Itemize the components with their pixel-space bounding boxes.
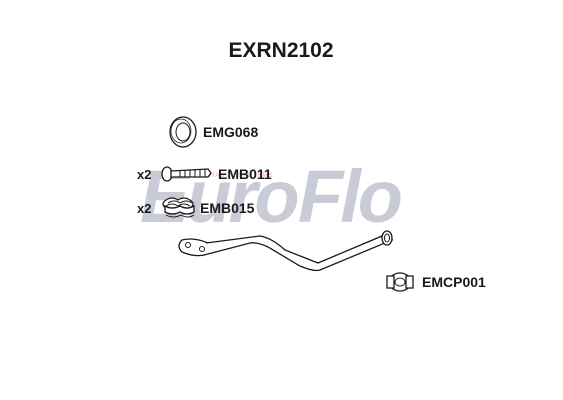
part-qty-emb011: x2	[137, 167, 151, 182]
bolt-icon	[161, 166, 212, 182]
exhaust-pipe-icon	[178, 230, 394, 272]
part-qty-emb015: x2	[137, 201, 151, 216]
part-code-emb015: EMB015	[200, 200, 255, 216]
part-code-emg068: EMG068	[203, 124, 258, 140]
watermark-brand-flo: Flo	[298, 155, 401, 238]
diagram-title: EXRN2102	[228, 39, 333, 62]
watermark-tagline: EXHAUST SYSTEMS	[200, 173, 274, 179]
part-code-emb011: EMB011	[218, 166, 272, 182]
part-code-emcp001: EMCP001	[422, 274, 486, 290]
gasket-ring-icon	[169, 116, 197, 148]
spring-icon	[162, 197, 195, 218]
clamp-icon	[386, 272, 414, 292]
watermark: Euro Flo EXHAUST SYSTEMS	[140, 155, 404, 238]
